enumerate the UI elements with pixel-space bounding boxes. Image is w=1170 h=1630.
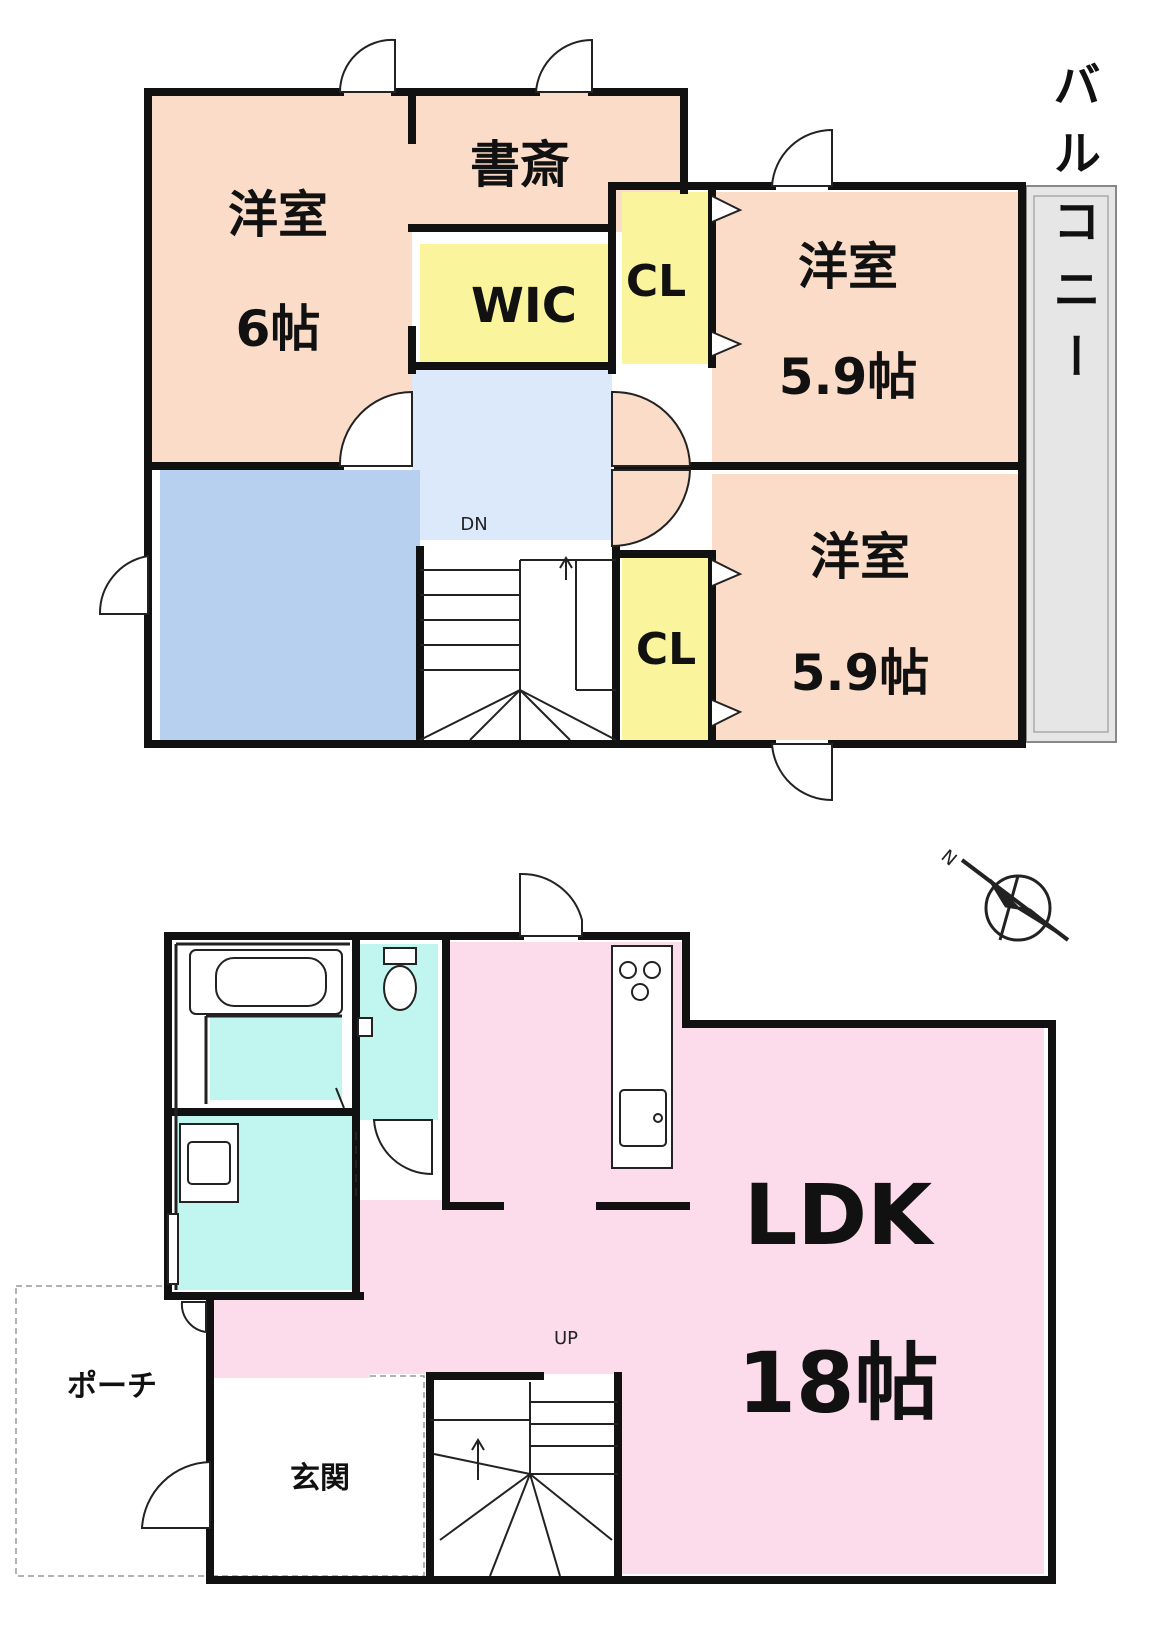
porch-area: [15, 1285, 425, 1577]
stair-up-label: UP: [554, 1328, 578, 1349]
first-floor: LDK 18帖 玄関 ポーチ UP: [15, 872, 1056, 1584]
ldk-entry-fill: [210, 1296, 370, 1378]
hall-west-fill: [160, 470, 420, 740]
room-west-name: 洋室: [228, 186, 328, 244]
closet-doors-2f: [711, 195, 743, 727]
walls-1f: [164, 932, 1056, 1584]
bath-wet-fill: [210, 1016, 342, 1100]
ldk-size: 18帖: [738, 1334, 939, 1432]
room-west-fill: [152, 92, 412, 462]
closet-ne-label: CL: [626, 256, 686, 307]
room-se-fill: [712, 474, 1018, 740]
wic-name: WIC: [471, 278, 577, 334]
compass: N: [937, 846, 1070, 942]
room-west-size: 6帖: [236, 300, 321, 358]
hall-fill: [412, 366, 612, 540]
balcony-name: バルコニー: [1044, 60, 1100, 400]
compass-north: N: [937, 846, 961, 871]
doors-2f: [98, 38, 833, 802]
room-ne-name: 洋室: [798, 238, 898, 296]
second-floor: 洋室 6帖 書斎 WIC CL 洋室 5.9帖 CL 洋室 5.9帖 DN バル…: [98, 38, 1117, 802]
stair-1f: [430, 1382, 618, 1577]
balcony-inner: [1033, 195, 1109, 733]
porch-name: ポーチ: [67, 1369, 157, 1404]
washbasin: [167, 1123, 239, 1285]
closet-se-fill: [622, 556, 712, 740]
entrance-name: 玄関: [290, 1461, 350, 1496]
room-se-name: 洋室: [810, 528, 910, 586]
stair-dn-label: DN: [460, 514, 487, 535]
doors-1f: [140, 872, 583, 1529]
ldk-south-fill: [618, 1374, 1044, 1574]
room-se-size: 5.9帖: [791, 644, 930, 702]
bathtub: [189, 949, 343, 1015]
balcony-fill: [1025, 185, 1117, 743]
closet-ne-fill: [622, 192, 712, 364]
study-name: 書斎: [470, 136, 570, 194]
room-ne-size: 5.9帖: [779, 348, 918, 406]
room-ne-fill: [712, 192, 1018, 464]
toilet: [357, 947, 417, 1037]
wic-fill: [420, 244, 608, 366]
kitchen-counter: [611, 945, 673, 1169]
closet-se-label: CL: [636, 624, 696, 675]
stair-2f: [419, 556, 617, 741]
ldk-name: LDK: [744, 1166, 935, 1264]
ldk-hall-fill: [356, 1200, 696, 1374]
